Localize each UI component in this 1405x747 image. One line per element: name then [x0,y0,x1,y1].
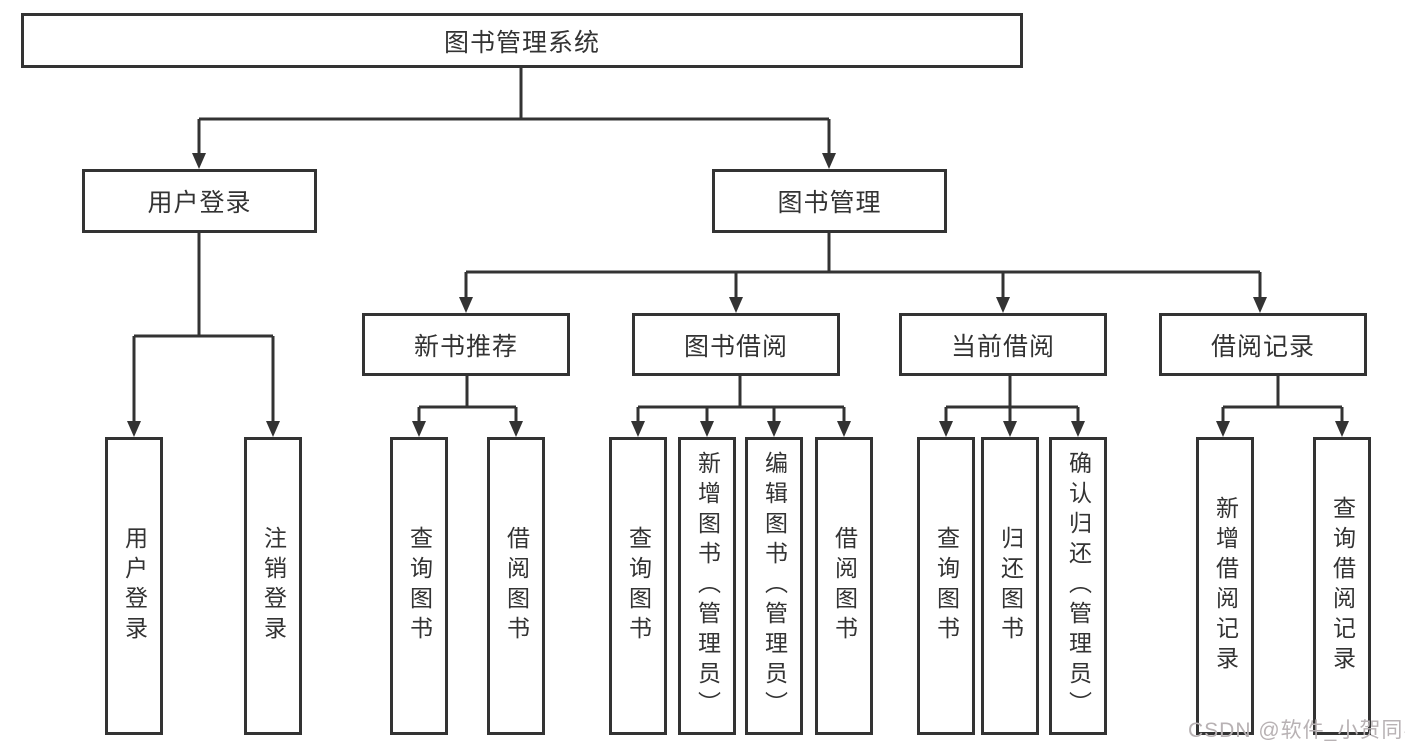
node-add-book-admin: 新增图书（管理员） [678,437,736,735]
node-borrow-records-label: 借阅记录 [1210,332,1315,361]
node-edit-book-admin: 编辑图书（管理员） [745,437,803,735]
node-book-borrow: 图书借阅 [632,313,840,376]
node-return-book: 归还图书 [981,437,1039,735]
node-borrow-books-action: 借阅图书 [815,437,873,735]
connector-user-login-children [127,233,280,437]
node-add-borrow-record: 新增借阅记录 [1196,437,1254,735]
connector-root-to-level2 [192,68,836,169]
node-return-book-label: 归还图书 [997,526,1024,646]
node-logout-action: 注销登录 [244,437,302,735]
node-root: 图书管理系统 [21,13,1023,68]
node-search-borrow-record: 查询借阅记录 [1313,437,1371,735]
node-user-login-action: 用户登录 [105,437,163,735]
node-current-borrow: 当前借阅 [899,313,1107,376]
csdn-watermark: CSDN @软件_小贺同学 [1188,719,1405,742]
node-search-books-recommend-label: 查询图书 [406,526,433,646]
node-logout-action-label: 注销登录 [260,526,287,646]
node-search-books-borrow-label: 查询图书 [625,526,652,646]
node-root-label: 图书管理系统 [443,28,600,57]
connector-book-management-children [459,233,1267,313]
node-add-borrow-record-label: 新增借阅记录 [1212,496,1239,676]
node-new-book-recommend-label: 新书推荐 [413,332,518,361]
connector-book-borrow-children [631,376,851,437]
node-search-borrow-record-label: 查询借阅记录 [1329,496,1356,676]
node-user-login: 用户登录 [82,169,317,233]
node-add-book-admin-label: 新增图书（管理员） [694,451,721,721]
node-borrow-books-action-label: 借阅图书 [831,526,858,646]
node-book-management-label: 图书管理 [777,189,882,217]
node-borrow-books-recommend: 借阅图书 [487,437,545,735]
node-user-login-action-label: 用户登录 [121,526,148,646]
node-user-login-label: 用户登录 [147,189,252,217]
connector-borrow-records-children [1216,376,1349,437]
node-book-management: 图书管理 [712,169,947,233]
node-confirm-return-admin: 确认归还（管理员） [1049,437,1107,735]
node-edit-book-admin-label: 编辑图书（管理员） [761,451,788,721]
node-current-borrow-label: 当前借阅 [950,332,1055,361]
node-search-books-borrow: 查询图书 [609,437,667,735]
node-borrow-records: 借阅记录 [1159,313,1367,376]
node-borrow-books-recommend-label: 借阅图书 [503,526,530,646]
node-new-book-recommend: 新书推荐 [362,313,570,376]
connector-new-book-recommend-children [412,376,523,437]
node-search-books-recommend: 查询图书 [390,437,448,735]
node-search-books-current-label: 查询图书 [933,526,960,646]
node-book-borrow-label: 图书借阅 [683,332,788,361]
node-search-books-current: 查询图书 [917,437,975,735]
node-confirm-return-admin-label: 确认归还（管理员） [1065,451,1092,721]
connector-current-borrow-children [939,376,1085,437]
